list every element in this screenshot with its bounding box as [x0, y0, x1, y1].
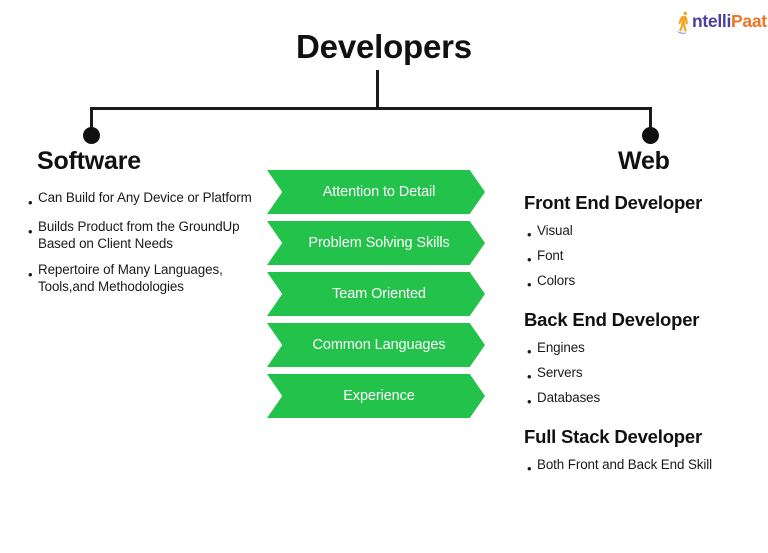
- list-item: • Builds Product from the GroundUp Based…: [28, 219, 260, 252]
- bullet-icon: •: [527, 227, 532, 242]
- list-item: • Font: [527, 248, 752, 266]
- bullet-icon: •: [28, 195, 33, 210]
- bullet-icon: •: [527, 369, 532, 384]
- skill-chevron-label: Team Oriented: [332, 286, 426, 302]
- role-group-back-end: Back End Developer • Engines • Servers •…: [524, 309, 752, 408]
- skill-chevron-label: Problem Solving Skills: [308, 235, 450, 251]
- bullet-icon: •: [28, 267, 33, 282]
- list-item-label: Repertoire of Many Languages, Tools,and …: [38, 262, 223, 294]
- list-item-label: Visual: [537, 223, 573, 238]
- connector-drop-right: [649, 107, 652, 133]
- skill-chevron-label: Common Languages: [312, 337, 446, 353]
- software-bullet-list: • Can Build for Any Device or Platform •…: [28, 190, 260, 305]
- intellipaat-figure-icon: [676, 11, 688, 34]
- list-item-label: Both Front and Back End Skill: [537, 457, 712, 472]
- role-title: Back End Developer: [524, 309, 700, 330]
- bullet-icon: •: [28, 224, 33, 239]
- list-item: • Repertoire of Many Languages, Tools,an…: [28, 262, 260, 295]
- logo-text-primary: ntelli: [692, 11, 732, 32]
- skill-chevron: Common Languages: [267, 323, 485, 367]
- list-item-label: Databases: [537, 390, 601, 405]
- branch-heading-software: Software: [37, 147, 141, 175]
- skill-chevron: Team Oriented: [267, 272, 485, 316]
- connector-horizontal-bar: [90, 107, 652, 110]
- skill-chevron-label: Experience: [343, 388, 415, 404]
- role-bullet-list: • Visual • Font • Colors: [524, 223, 752, 291]
- list-item-label: Servers: [537, 365, 583, 380]
- branch-heading-web: Web: [618, 147, 670, 175]
- skill-chevron: Attention to Detail: [267, 170, 485, 214]
- list-item-label: Colors: [537, 273, 576, 288]
- node-dot-software: [83, 127, 100, 144]
- skill-chevron-label: Attention to Detail: [322, 184, 436, 200]
- list-item-label: Builds Product from the GroundUp Based o…: [38, 219, 240, 251]
- connector-drop-left: [90, 107, 93, 133]
- role-bullet-list: • Engines • Servers • Databases: [524, 340, 752, 408]
- node-dot-web: [642, 127, 659, 144]
- list-item: • Databases: [527, 390, 752, 408]
- bullet-icon: •: [527, 344, 532, 359]
- skill-chevron: Problem Solving Skills: [267, 221, 485, 265]
- list-item: • Colors: [527, 273, 752, 291]
- logo-text-secondary: Paat: [731, 11, 767, 32]
- role-group-full-stack: Full Stack Developer • Both Front and Ba…: [524, 426, 752, 475]
- skills-chevron-stack: Attention to Detail Problem Solving Skil…: [267, 170, 485, 425]
- role-title: Front End Developer: [524, 192, 703, 213]
- role-title: Full Stack Developer: [524, 426, 702, 447]
- list-item-label: Engines: [537, 340, 585, 355]
- bullet-icon: •: [527, 394, 532, 409]
- list-item-label: Font: [537, 248, 564, 263]
- bullet-icon: •: [527, 277, 532, 292]
- connector-stem: [376, 70, 379, 109]
- bullet-icon: •: [527, 252, 532, 267]
- list-item: • Both Front and Back End Skill: [527, 457, 752, 475]
- intellipaat-logo: ntelliPaat: [676, 9, 767, 35]
- page-title: Developers: [296, 28, 472, 65]
- skill-chevron: Experience: [267, 374, 485, 418]
- bullet-icon: •: [527, 461, 532, 476]
- role-bullet-list: • Both Front and Back End Skill: [524, 457, 752, 475]
- role-group-front-end: Front End Developer • Visual • Font • Co…: [524, 192, 752, 291]
- list-item: • Engines: [527, 340, 752, 358]
- web-roles-list: Front End Developer • Visual • Font • Co…: [524, 192, 752, 482]
- list-item: • Visual: [527, 223, 752, 241]
- list-item: • Can Build for Any Device or Platform: [28, 190, 260, 209]
- list-item: • Servers: [527, 365, 752, 383]
- list-item-label: Can Build for Any Device or Platform: [38, 190, 252, 205]
